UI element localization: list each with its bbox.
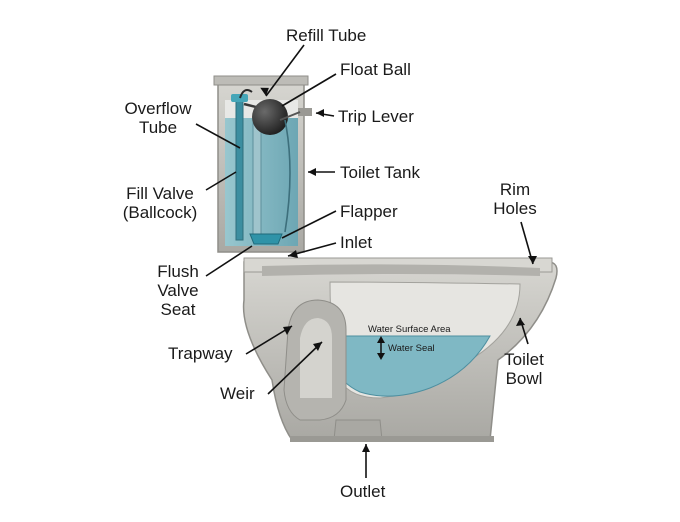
weir-leader	[267, 341, 323, 395]
inlet-label: Inlet	[340, 233, 373, 252]
flush-valve-seat-line2: Valve	[157, 281, 199, 300]
overflow-tube-label: Overflow Tube	[118, 99, 198, 137]
tank-lid	[213, 75, 309, 86]
refill-tube-leader	[265, 44, 305, 97]
trapway-leader	[245, 325, 293, 355]
float-ball-label: Float Ball	[340, 60, 411, 79]
flush-valve-seat-label: Flush Valve Seat	[148, 262, 208, 319]
toilet-bowl-body	[242, 257, 558, 442]
water-seal-label: Water Seal	[388, 343, 435, 354]
trapway-label: Trapway	[168, 344, 233, 363]
fill-valve-label: Fill Valve (Ballcock)	[108, 184, 212, 222]
rim-holes-line1: Rim	[499, 180, 531, 199]
overflow-tube-leader	[195, 123, 241, 149]
outlet-label: Outlet	[340, 482, 386, 501]
refill-tube-label: Refill Tube	[286, 26, 367, 45]
flush-valve-seat-leader	[205, 245, 253, 277]
toilet-bowl-line1: Toilet	[504, 350, 544, 369]
float-ball-leader	[281, 73, 337, 107]
flapper-label: Flapper	[340, 202, 398, 221]
rim-holes-line2: Holes	[493, 199, 537, 218]
arrowheads	[260, 87, 537, 452]
overflow-tube-line1: Overflow	[124, 99, 192, 118]
overflow-tube-line2: Tube	[138, 118, 178, 137]
chain	[284, 119, 291, 233]
float-ball	[252, 99, 288, 135]
trip-lever	[279, 108, 312, 121]
fill-valve-line2: (Ballcock)	[122, 203, 198, 222]
water-seal-arrow	[377, 336, 385, 360]
flush-valve-seat-line3: Seat	[160, 300, 196, 319]
toilet-bowl-line2: Bowl	[505, 369, 543, 388]
toilet-bowl-label: Toilet Bowl	[492, 350, 556, 388]
trip-lever-label: Trip Lever	[338, 107, 414, 126]
weir-label: Weir	[220, 384, 255, 403]
fill-valve	[231, 89, 253, 241]
toilet-tank-label: Toilet Tank	[340, 163, 421, 182]
flapper-shape	[249, 233, 283, 245]
fill-valve-line1: Fill Valve	[126, 184, 194, 203]
flush-valve-seat-line1: Flush	[157, 262, 199, 281]
fill-valve-leader	[205, 171, 237, 191]
water-surface-area-label: Water Surface Area	[368, 324, 451, 335]
flapper-leader	[281, 210, 337, 239]
rim-holes-label: Rim Holes	[484, 180, 546, 218]
overflow-tube	[252, 119, 262, 239]
